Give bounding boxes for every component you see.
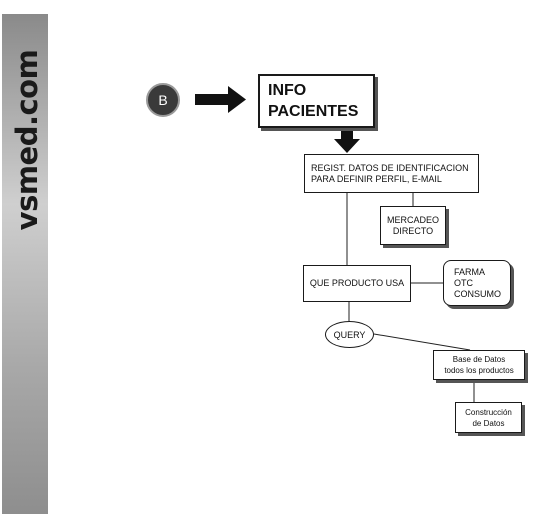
construccion-line2: de Datos	[472, 418, 505, 428]
categorias-box: FARMA OTC CONSUMO	[443, 260, 511, 306]
info-pacientes-line1: INFO	[268, 82, 307, 99]
arrow-b-head	[228, 86, 246, 113]
producto-box: QUE PRODUCTO USA	[303, 265, 411, 302]
start-marker-label: B	[158, 92, 168, 108]
construccion-box: Construcción de Datos	[455, 402, 522, 433]
registro-box: REGIST. DATOS DE IDENTIFICACION PARA DEF…	[304, 154, 479, 193]
base-datos-box: Base de Datos todos los productos	[433, 350, 525, 380]
line-query-base	[373, 333, 471, 351]
sidebar-banner: vsmed.com	[2, 14, 48, 514]
base-datos-line1: Base de Datos	[452, 355, 506, 364]
arrow-b-shaft	[195, 94, 228, 105]
info-pacientes-box: INFO PACIENTES	[258, 74, 375, 128]
query-label: QUERY	[333, 329, 366, 340]
mercadeo-line2: DIRECTO	[392, 225, 434, 236]
categoria-otc: OTC	[454, 277, 473, 288]
registro-line1: REGIST. DATOS DE IDENTIFICACION	[311, 162, 469, 173]
registro-line2: PARA DEFINIR PERFIL, E-MAIL	[311, 173, 442, 184]
info-pacientes-line2: PACIENTES	[268, 103, 359, 120]
mercadeo-line1: MERCADEO	[386, 214, 439, 225]
arrow-down-head	[334, 139, 360, 153]
producto-label: QUE PRODUCTO USA	[309, 278, 405, 288]
mercadeo-box: MERCADEO DIRECTO	[380, 206, 446, 245]
categoria-consumo: CONSUMO	[454, 288, 501, 299]
categoria-farma: FARMA	[454, 266, 486, 277]
base-datos-line2: todos los productos	[444, 366, 514, 375]
arrow-down-shaft	[341, 129, 353, 140]
query-oval: QUERY	[325, 321, 374, 348]
construccion-line1: Construcción	[465, 407, 512, 417]
start-marker-b: B	[146, 83, 180, 117]
